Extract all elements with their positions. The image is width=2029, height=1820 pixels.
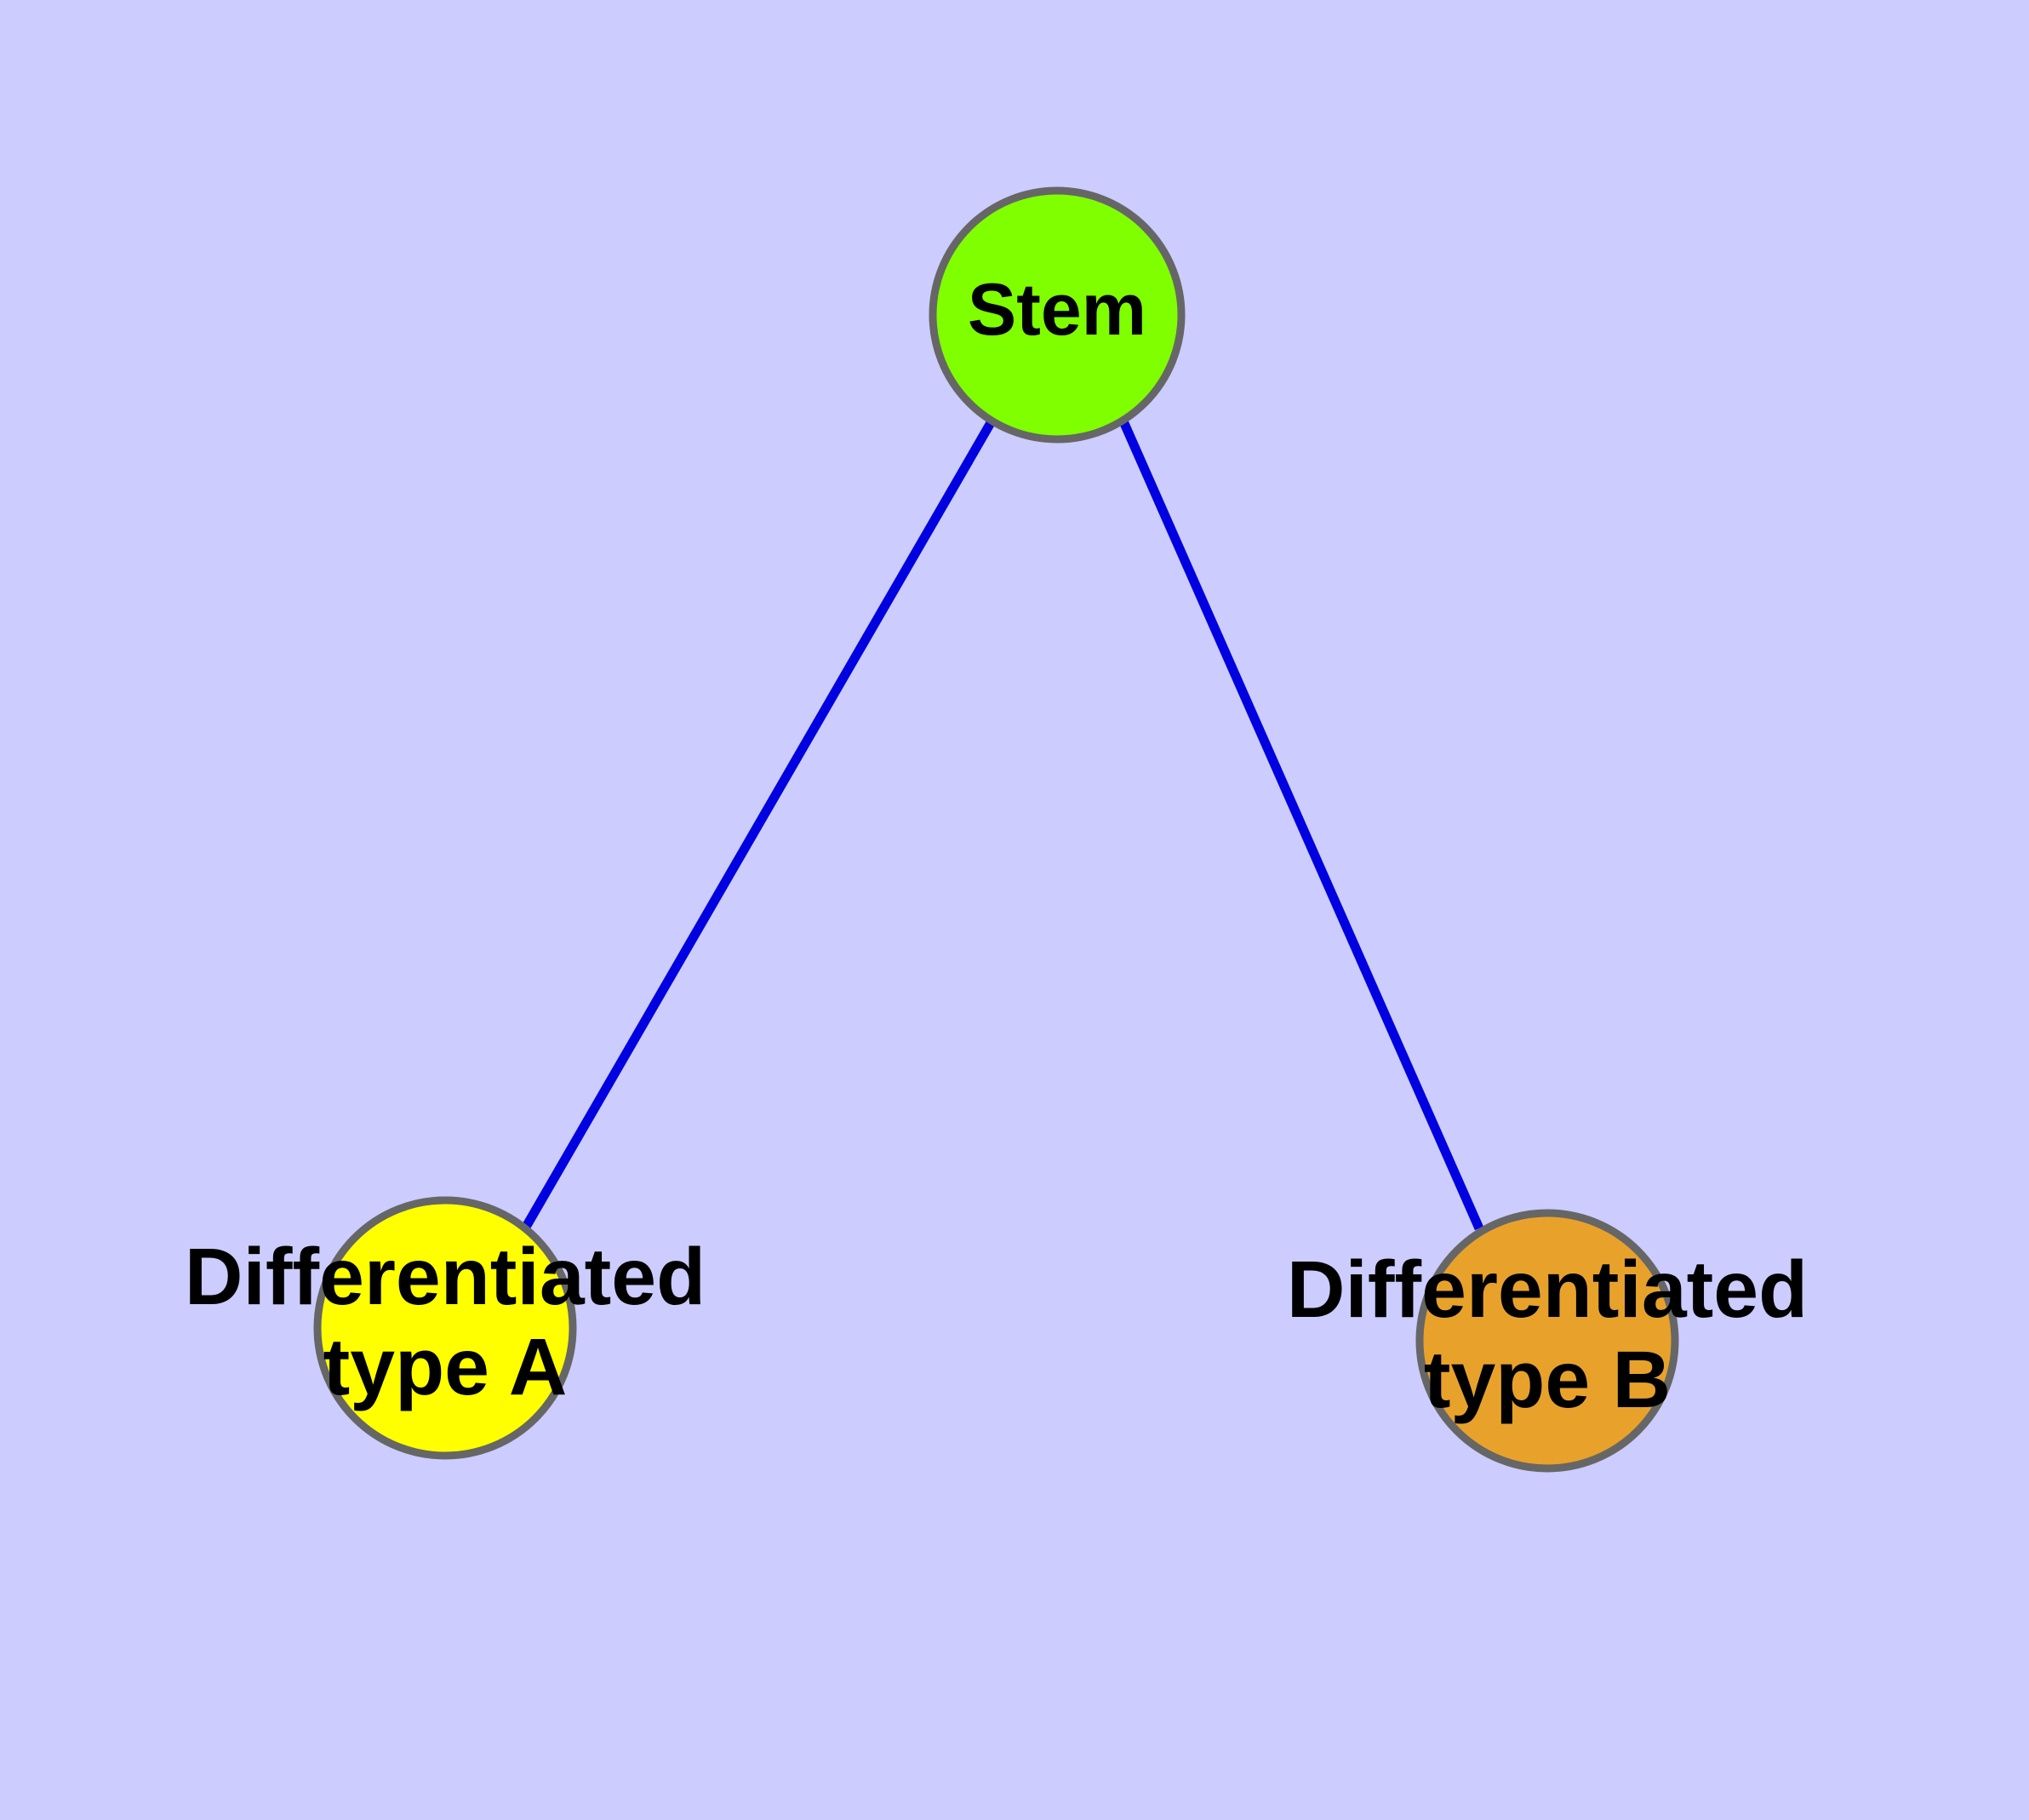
edge-layer (521, 419, 1484, 1231)
stem-node-label: Stem (968, 269, 1146, 351)
label-line: type A (323, 1322, 568, 1412)
node-stem[interactable]: Stem (929, 186, 1186, 444)
label-line: Differentiated (1287, 1245, 1808, 1335)
label-line: Stem (968, 269, 1146, 351)
differentiated-type-a-node-circle[interactable] (313, 1196, 577, 1460)
label-line: type B (1424, 1335, 1671, 1425)
edge-stem-to-differentiated-type-b[interactable] (1118, 419, 1484, 1231)
label-line: Differentiated (185, 1232, 706, 1322)
stem-node-circle[interactable] (929, 186, 1186, 444)
edge-stem-to-differentiated-type-a[interactable] (521, 419, 996, 1231)
differentiated-type-b-node-circle[interactable] (1415, 1209, 1679, 1473)
